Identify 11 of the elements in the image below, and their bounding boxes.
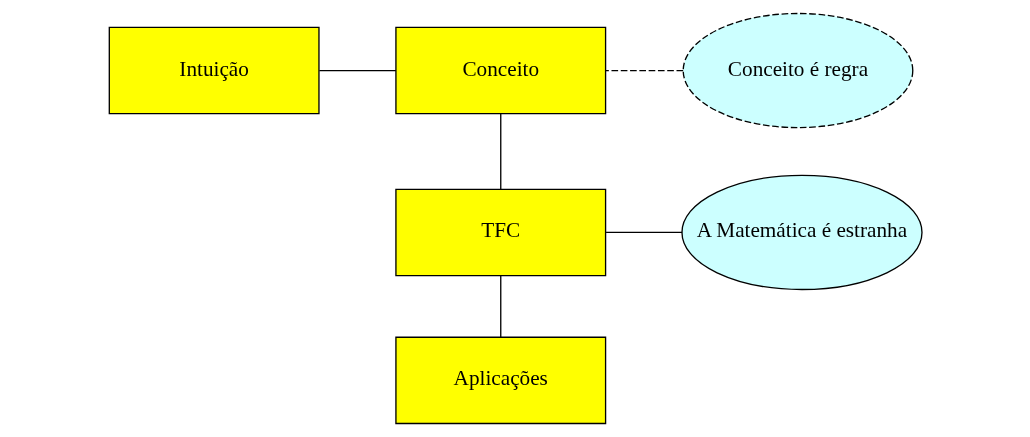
node-ellipse: A Matemática é estranha (680, 174, 923, 291)
node-box: Intuição (108, 26, 320, 115)
connector (604, 231, 683, 234)
connector (499, 275, 501, 338)
connector (499, 113, 501, 190)
node-ellipse: Conceito é regra (682, 12, 913, 129)
connector (604, 69, 684, 72)
node-box: Aplicações (394, 336, 606, 425)
connector (318, 69, 397, 72)
node-box: TFC (394, 188, 606, 277)
node-box: Conceito (394, 26, 606, 115)
